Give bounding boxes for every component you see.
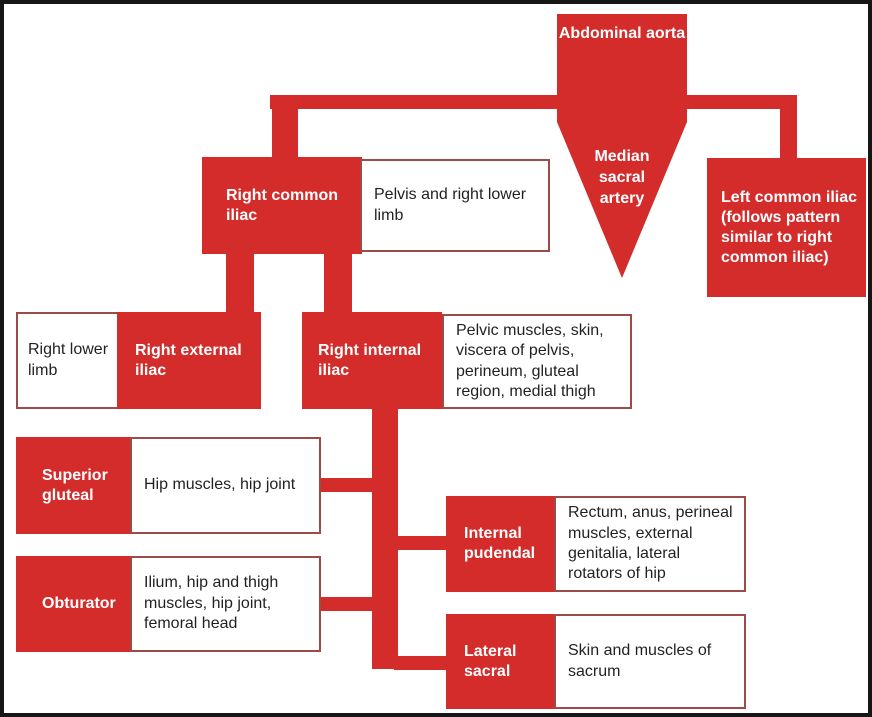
supply-right-external-iliac: Right lower limb <box>16 312 119 409</box>
supply-lateral-sacral-text: Skin and muscles of sacrum <box>568 642 712 680</box>
supply-right-internal-iliac: Pelvic muscles, skin, viscera of pelvis,… <box>442 314 632 409</box>
node-superior-gluteal-label: Superior gluteal <box>42 466 108 504</box>
node-right-common-iliac-label: Right common iliac <box>226 186 338 224</box>
supply-superior-gluteal-text: Hip muscles, hip joint <box>144 476 296 494</box>
abdominal-aorta-arrow-icon <box>557 14 687 278</box>
connector-to-lateral-sacral <box>394 656 446 670</box>
node-left-common-iliac-note: (follows pattern similar to right common… <box>721 208 841 266</box>
node-internal-pudendal: Internal pudendal <box>446 496 556 592</box>
node-superior-gluteal: Superior gluteal <box>16 437 132 534</box>
supply-superior-gluteal: Hip muscles, hip joint <box>130 437 321 534</box>
connector-aorta-to-left-common-iliac <box>687 95 797 109</box>
node-internal-pudendal-label: Internal pudendal <box>464 525 536 562</box>
supply-right-common-iliac: Pelvis and right lower limb <box>360 159 550 252</box>
connector-drop-left-common-iliac <box>780 107 797 160</box>
connector-to-right-internal-iliac <box>324 252 352 314</box>
connector-to-right-external-iliac <box>226 252 254 314</box>
supply-right-internal-iliac-text: Pelvic muscles, skin, viscera of pelvis,… <box>456 321 604 400</box>
supply-right-common-iliac-text: Pelvis and right lower limb <box>374 186 527 224</box>
connector-to-superior-gluteal <box>319 478 374 492</box>
node-left-common-iliac-label: Left common iliac <box>721 188 858 206</box>
node-obturator: Obturator <box>16 556 132 652</box>
supply-obturator: Ilium, hip and thigh muscles, hip joint,… <box>130 556 321 652</box>
supply-right-external-iliac-text: Right lower limb <box>28 341 109 379</box>
connector-to-internal-pudendal <box>394 536 446 550</box>
supply-obturator-text: Ilium, hip and thigh muscles, hip joint,… <box>144 574 279 633</box>
connector-drop-right-common-iliac <box>272 107 298 159</box>
node-right-external-iliac: Right external iliac <box>117 312 261 409</box>
node-right-common-iliac: Right common iliac <box>202 157 362 254</box>
supply-internal-pudendal-text: Rectum, anus, perineal muscles, external… <box>568 504 733 583</box>
abdominal-aorta-label: Abdominal aorta <box>558 25 686 42</box>
supply-internal-pudendal: Rectum, anus, perineal muscles, external… <box>554 496 746 592</box>
connector-internal-iliac-trunk <box>372 408 398 669</box>
node-right-internal-iliac: Right internal iliac <box>302 312 442 409</box>
node-right-internal-iliac-label: Right internal iliac <box>318 341 422 379</box>
connector-aorta-to-right-common-iliac <box>270 95 557 109</box>
node-right-external-iliac-label: Right external iliac <box>135 341 242 379</box>
node-left-common-iliac: Left common iliac (follows pattern simil… <box>707 158 866 297</box>
node-obturator-label: Obturator <box>42 595 116 612</box>
node-lateral-sacral-label: Lateral sacral <box>464 642 517 680</box>
node-lateral-sacral: Lateral sacral <box>446 614 559 709</box>
median-sacral-artery-label: Median sacral artery <box>594 148 650 207</box>
connector-to-obturator <box>319 597 374 611</box>
supply-lateral-sacral: Skin and muscles of sacrum <box>554 614 746 709</box>
